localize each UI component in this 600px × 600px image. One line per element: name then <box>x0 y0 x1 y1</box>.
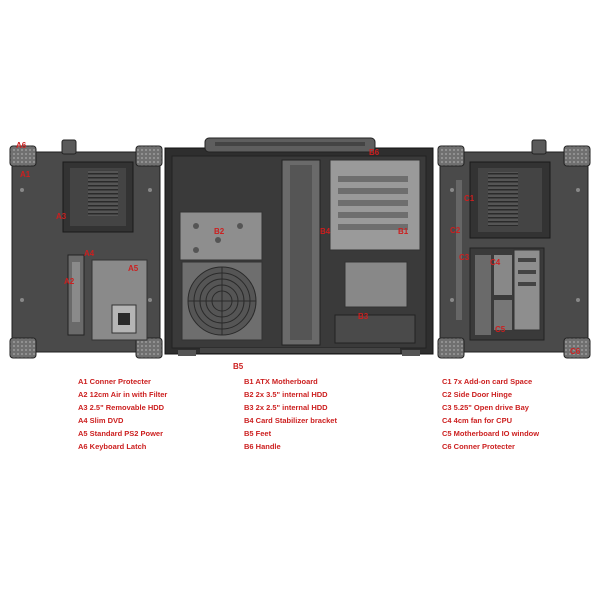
callout-b1: B1 <box>398 227 409 236</box>
callout-c4: C4 <box>490 258 501 267</box>
legend-b: B1 ATX Motherboard B2 2x 3.5" internal H… <box>244 375 337 453</box>
addon-card-space <box>469 161 551 239</box>
callout-c1: C1 <box>464 194 475 203</box>
corner-protector <box>135 337 163 359</box>
corner-protector <box>9 145 37 167</box>
callout-a1: A1 <box>20 170 31 179</box>
hdd-cage <box>179 211 263 261</box>
callout-b6: B6 <box>369 148 380 157</box>
corner-protector <box>563 145 591 167</box>
legend-item: A6 Keyboard Latch <box>78 442 147 451</box>
legend-c: C1 7x Add-on card Space C2 Side Door Hin… <box>442 375 539 453</box>
legend-item: B2 2x 3.5" internal HDD <box>244 390 328 399</box>
callout-c5: C5 <box>495 325 506 334</box>
legend-item: C1 7x Add-on card Space <box>442 377 533 386</box>
callout-b4: B4 <box>320 227 331 236</box>
legend-item: C6 Conner Protecter <box>442 442 515 451</box>
legend-item: A2 12cm Air in with Filter <box>78 390 168 399</box>
psu-fan <box>181 261 263 341</box>
callout-c2: C2 <box>450 226 461 235</box>
legend-item: A5 Standard PS2 Power <box>78 429 164 438</box>
foot <box>178 350 196 356</box>
callout-a3: A3 <box>56 212 67 221</box>
corner-protector <box>437 337 465 359</box>
corner-protector <box>9 337 37 359</box>
legend-item: C2 Side Door Hinge <box>442 390 513 399</box>
foot <box>402 350 420 356</box>
left-side-view <box>9 139 163 359</box>
legend-item: A1 Conner Protecter <box>78 377 151 386</box>
corner-protector <box>563 337 591 359</box>
callout-a4: A4 <box>84 249 95 258</box>
corner-protector <box>437 145 465 167</box>
legend-item: C4 4cm fan for CPU <box>442 416 513 425</box>
air-filter-fan <box>62 161 134 233</box>
corner-protector <box>135 145 163 167</box>
ps2-power-supply <box>91 259 148 341</box>
side-door-hinge <box>456 180 462 320</box>
callout-c6: C6 <box>570 347 581 356</box>
right-side-view <box>437 139 591 359</box>
callout-b2: B2 <box>214 227 225 236</box>
legend-item: B6 Handle <box>244 442 281 451</box>
legend-item: B4 Card Stabilizer bracket <box>244 416 337 425</box>
legend-item: B3 2x 2.5" internal HDD <box>244 403 328 412</box>
callout-a2: A2 <box>64 277 75 286</box>
drive-bay-525 <box>513 249 541 331</box>
callout-b5: B5 <box>233 362 244 371</box>
callout-c3: C3 <box>459 253 470 262</box>
legend-item: B5 Feet <box>244 429 272 438</box>
legend-item: A4 Slim DVD <box>78 416 124 425</box>
legend-item: C5 Motherboard IO window <box>442 429 540 438</box>
callout-a6: A6 <box>16 141 27 150</box>
legend-item: B1 ATX Motherboard <box>244 377 318 386</box>
legend-item: A3 2.5" Removable HDD <box>78 403 165 412</box>
top-interior-view <box>164 137 434 356</box>
internal-hdd-25 <box>344 261 408 308</box>
legend-item: C3 5.25" Open drive Bay <box>442 403 529 412</box>
callout-b3: B3 <box>358 312 369 321</box>
legend-a: A1 Conner Protecter A2 12cm Air in with … <box>78 375 167 453</box>
callout-a5: A5 <box>128 264 139 273</box>
